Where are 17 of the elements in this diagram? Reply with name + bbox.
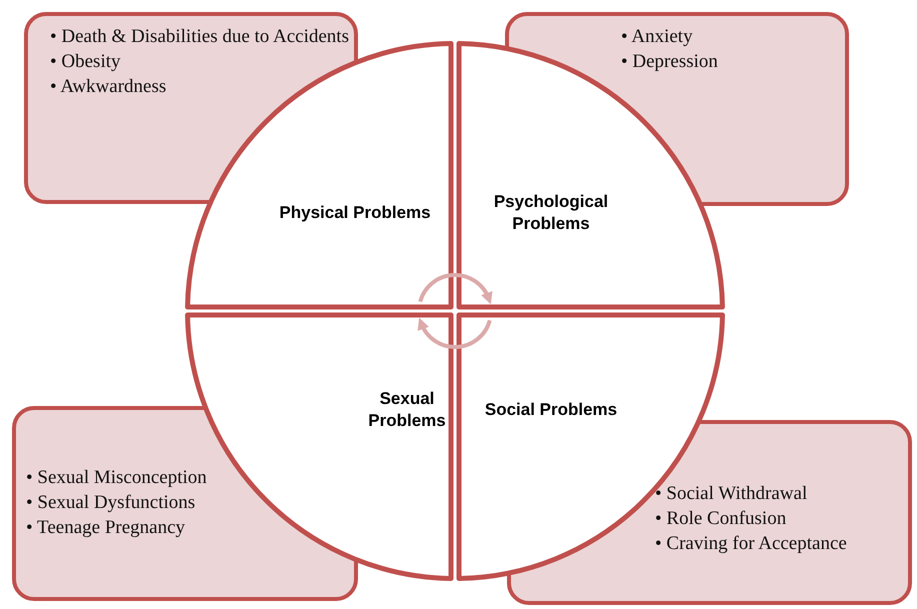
bullet-item: • Sexual Dysfunctions (26, 491, 196, 515)
bullet-item: • Social Withdrawal (655, 482, 808, 506)
bullet-item: • Teenage Pregnancy (26, 516, 186, 540)
quadrant-title: Physical Problems (278, 202, 432, 224)
curved-arrow (418, 318, 492, 349)
bullet-item: • Depression (621, 50, 719, 74)
quadrant-title: Psychological Problems (492, 191, 610, 235)
bullet-item: • Role Confusion (655, 507, 788, 531)
bullet-item: • Anxiety (621, 25, 694, 49)
bullet-item: • Awkwardness (50, 75, 168, 99)
quadrant-title: Sexual Problems (367, 388, 447, 432)
bullet-item: • Death & Disabilities due to Accidents (50, 25, 350, 49)
quadrant-title: Social Problems (484, 399, 618, 421)
bullet-item: • Craving for Acceptance (655, 532, 848, 556)
curved-arrow (418, 273, 492, 304)
bullet-item: • Sexual Misconception (26, 466, 208, 490)
bullet-item: • Obesity (50, 50, 122, 74)
